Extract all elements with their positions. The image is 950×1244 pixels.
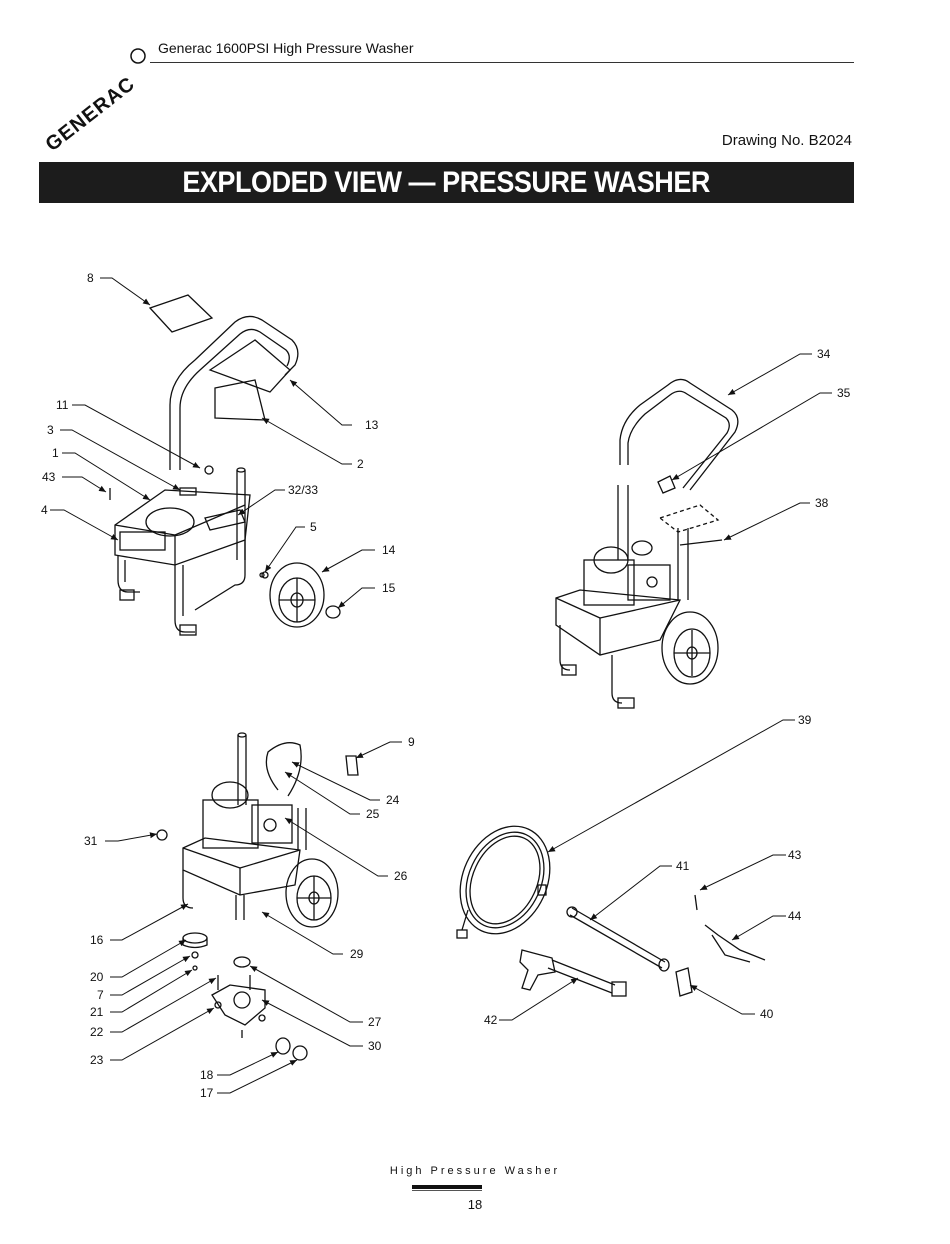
callout-39: 39 bbox=[798, 713, 812, 727]
callout-44: 44 bbox=[788, 909, 802, 923]
callout-20: 20 bbox=[90, 970, 104, 984]
assembled-unit-drawing bbox=[556, 379, 738, 708]
callout-42: 42 bbox=[484, 1013, 498, 1027]
hose-gun-drawing bbox=[443, 811, 765, 996]
callout-26: 26 bbox=[394, 869, 408, 883]
callout-21: 21 bbox=[90, 1005, 104, 1019]
callout-43-top: 43 bbox=[42, 470, 56, 484]
callout-41: 41 bbox=[676, 859, 690, 873]
footer-rule-thin bbox=[412, 1190, 482, 1191]
footer-rule bbox=[412, 1185, 482, 1189]
callout-22: 22 bbox=[90, 1025, 104, 1039]
page-number: 18 bbox=[0, 1197, 950, 1212]
callout-18: 18 bbox=[200, 1068, 214, 1082]
callout-27: 27 bbox=[368, 1015, 382, 1029]
callout-30: 30 bbox=[368, 1039, 382, 1053]
callout-3: 3 bbox=[47, 423, 54, 437]
callout-5: 5 bbox=[310, 520, 317, 534]
callout-9: 9 bbox=[408, 735, 415, 749]
callout-11: 11 bbox=[56, 398, 69, 412]
callout-29: 29 bbox=[350, 947, 364, 961]
callout-13: 13 bbox=[365, 418, 379, 432]
footer-text: High Pressure Washer bbox=[0, 1165, 950, 1177]
callout-23: 23 bbox=[90, 1053, 104, 1067]
callout-24: 24 bbox=[386, 793, 400, 807]
callout-4: 4 bbox=[41, 503, 48, 517]
callout-15: 15 bbox=[382, 581, 396, 595]
callout-32-33: 32/33 bbox=[288, 483, 318, 497]
callout-7: 7 bbox=[97, 988, 104, 1002]
callout-14: 14 bbox=[382, 543, 396, 557]
leader-lines bbox=[50, 278, 832, 1093]
frame-assembly-drawing bbox=[110, 295, 340, 635]
callout-8: 8 bbox=[87, 271, 94, 285]
callout-34: 34 bbox=[817, 347, 831, 361]
callout-38: 38 bbox=[815, 496, 829, 510]
callout-40: 40 bbox=[760, 1007, 774, 1021]
callout-labels: 8 11 3 1 43 4 13 2 32/33 5 14 15 34 35 3… bbox=[41, 271, 851, 1100]
callout-17: 17 bbox=[200, 1086, 214, 1100]
callout-1: 1 bbox=[52, 446, 59, 460]
callout-25: 25 bbox=[366, 807, 380, 821]
callout-2: 2 bbox=[357, 457, 364, 471]
pump-assembly-drawing bbox=[157, 733, 358, 1060]
callout-31: 31 bbox=[84, 834, 98, 848]
callout-16: 16 bbox=[90, 933, 104, 947]
callout-43-bottom: 43 bbox=[788, 848, 802, 862]
callout-35: 35 bbox=[837, 386, 851, 400]
